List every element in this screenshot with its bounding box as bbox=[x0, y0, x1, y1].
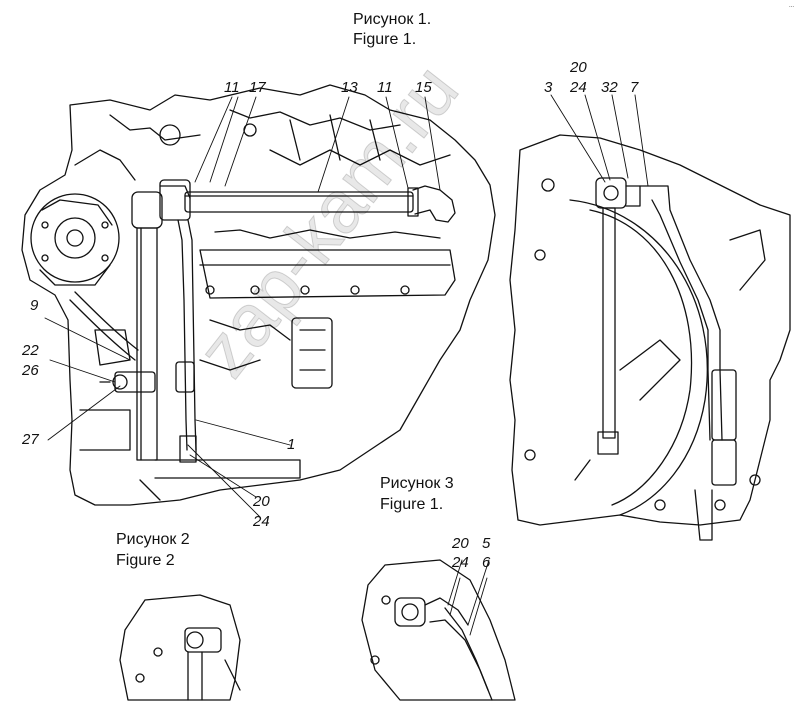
figure-1-engine-right bbox=[509, 134, 791, 541]
leader-lines bbox=[44, 94, 649, 636]
callout-24-fig3: 24 bbox=[452, 554, 469, 571]
callout-20-fig3: 20 bbox=[452, 535, 469, 552]
figure-2-detail bbox=[119, 594, 241, 701]
callout-20-fig1: 20 bbox=[253, 493, 270, 510]
callout-17: 17 bbox=[249, 79, 266, 96]
figure-2-caption-en: Figure 2 bbox=[116, 552, 175, 569]
figure-1-engine-left bbox=[21, 84, 496, 506]
callout-22: 22 bbox=[22, 342, 39, 359]
figure-2-caption-ru: Рисунок 2 bbox=[116, 531, 190, 548]
callout-1: 1 bbox=[287, 436, 296, 453]
figure-3-caption-ru: Рисунок 3 bbox=[380, 475, 454, 492]
corner-mark: ... bbox=[788, 3, 794, 9]
callout-20-right: 20 bbox=[570, 59, 587, 76]
callout-6: 6 bbox=[482, 554, 491, 571]
callout-32: 32 bbox=[601, 79, 618, 96]
callout-27: 27 bbox=[22, 431, 39, 448]
callout-7: 7 bbox=[630, 79, 639, 96]
callout-3: 3 bbox=[544, 79, 553, 96]
figure-3-caption-en: Figure 1. bbox=[380, 496, 444, 513]
callout-13: 13 bbox=[341, 79, 358, 96]
callout-9: 9 bbox=[30, 297, 39, 314]
figure-1-caption-ru: Рисунок 1. bbox=[353, 11, 432, 28]
callout-24-right: 24 bbox=[570, 79, 587, 96]
callout-5: 5 bbox=[482, 535, 491, 552]
callout-11-left: 11 bbox=[224, 79, 240, 96]
callout-26: 26 bbox=[22, 362, 39, 379]
callout-15: 15 bbox=[415, 79, 432, 96]
figure-1-caption-en: Figure 1. bbox=[353, 31, 417, 48]
figure-3-detail bbox=[361, 559, 516, 701]
callout-11-right: 11 bbox=[377, 79, 393, 96]
callout-24-fig1: 24 bbox=[253, 513, 270, 530]
